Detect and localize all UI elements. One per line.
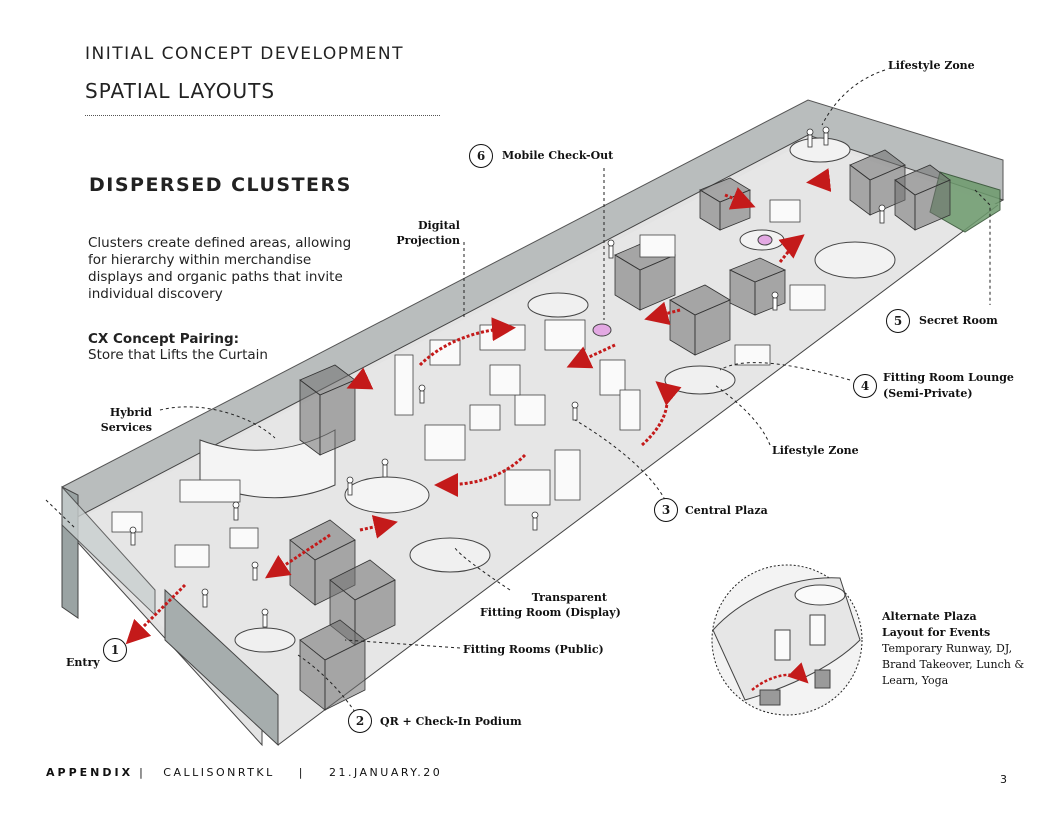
footer-separator-2: | [298,766,305,779]
leader-lines [45,69,991,713]
lifestyle-spiral [814,241,896,279]
lifestyle-zone-label-mid: Lifestyle Zone [772,444,859,457]
top-ring [789,137,851,163]
footer-separator: | [139,766,146,779]
mobile-checkout-kiosk-2 [757,234,773,246]
footer-appendix: APPENDIX [46,766,134,779]
footer-firm: CALLISONRTKL [163,766,275,779]
mobile-checkout-kiosk [592,323,612,337]
people-figures [129,126,886,628]
section-description: Clusters create defined areas, allowing … [88,235,352,302]
alternate-plaza-inset [711,564,863,716]
fitting-rooms-public-label: Fitting Rooms (Public) [463,643,604,656]
central-plaza-label: Central Plaza [685,504,768,517]
callout-number-2: 2 [348,709,372,733]
footer-date: 21.JANUARY.20 [328,766,443,779]
mobile-checkout-label: Mobile Check-Out [502,149,614,162]
digital-projection-label-line2: Projection [396,234,460,247]
alternate-plaza-description: Temporary Runway, DJ, Brand Takeover, Lu… [882,642,1025,687]
hybrid-services-label-line1: Hybrid [109,406,152,419]
secret-room-label: Secret Room [919,314,998,327]
circulation-arrows [125,168,832,645]
entry-wall-front [164,588,279,747]
alternate-plaza-title-line1: Alternate Plaza [882,610,977,623]
entry-label: Entry [66,656,100,669]
fitting-room-lounge-label-line2: (Semi-Private) [883,387,973,400]
callout-number-5: 5 [886,309,910,333]
page-number: 3 [1000,773,1007,786]
callout-number-6: 6 [469,144,493,168]
alternate-plaza-title-line2: Layout for Events [882,626,991,639]
qr-podium-ring [234,627,296,653]
footer: APPENDIX | CALLISONRTKL | 21.JANUARY.20 [46,766,442,779]
fitting-room-cubes [289,149,951,711]
lounge-ring [409,537,491,573]
digital-projection-label-line1: Digital [418,219,460,232]
hybrid-services-label-line2: Services [100,421,152,434]
qr-checkin-label: QR + Check-In Podium [380,715,522,728]
header-divider [85,115,440,116]
transparent-fitting-room-label-line1: Transparent [531,591,607,604]
cx-pairing-heading: CX Concept Pairing: [88,331,240,347]
page-title: SPATIAL LAYOUTS [85,79,276,103]
fitting-room-lounge-label-line1: Fitting Room Lounge [883,371,1014,384]
callout-number-4: 4 [853,374,877,398]
lifestyle-zone-label-top: Lifestyle Zone [888,59,975,72]
callout-number-3: 3 [654,498,678,522]
plaza-ring [344,476,430,514]
section-title: DISPERSED CLUSTERS [89,174,352,196]
callout-number-1: 1 [103,638,127,662]
fitting-lounge-ring [664,365,736,395]
header-kicker: INITIAL CONCEPT DEVELOPMENT [85,44,404,64]
central-ring [527,292,589,318]
transparent-fitting-room-label-line2: Fitting Room (Display) [480,606,621,619]
cx-pairing-text: Store that Lifts the Curtain [88,347,268,363]
